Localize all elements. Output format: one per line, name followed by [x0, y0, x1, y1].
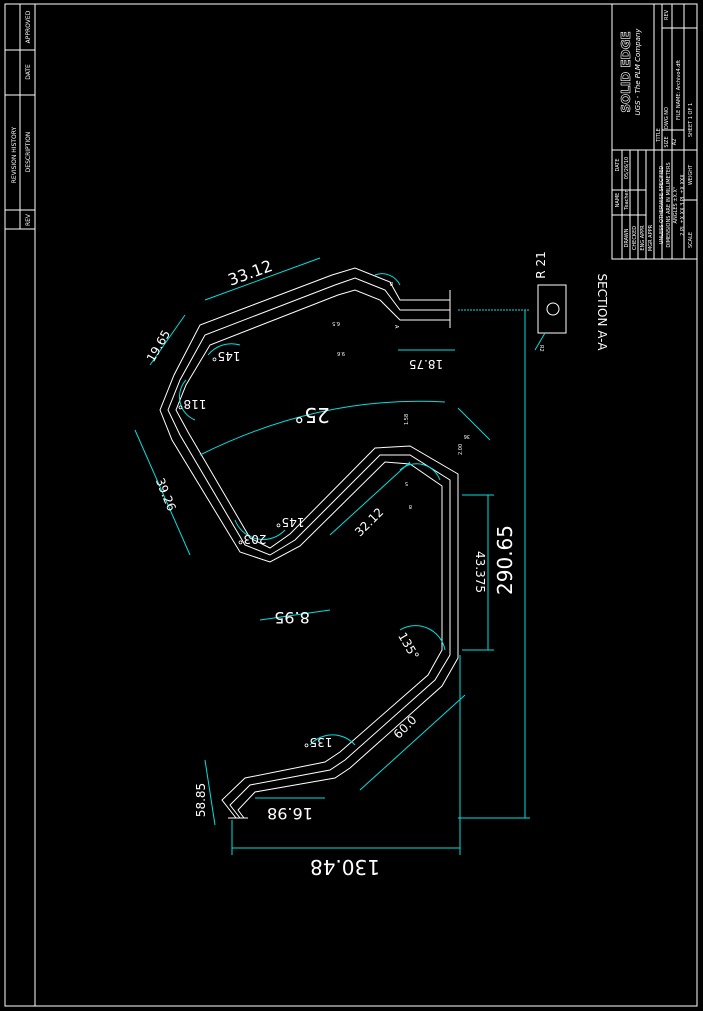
dim-angle-118: 118°	[178, 397, 207, 411]
dim-small-a: A	[393, 325, 399, 329]
tb-checked-label: CHECKED	[632, 226, 638, 250]
dimension-lines	[134, 257, 530, 855]
tb-tolerance-1: UNLESS OTHERWISE SPECIFIED	[659, 166, 665, 245]
dim-angle-203: 203°	[238, 532, 267, 546]
tb-size-value: A2	[672, 139, 678, 146]
dim-angle-135a: 135°	[395, 630, 422, 662]
tb-logo-sub: UGS - The PLM Company	[634, 28, 642, 116]
tb-weight: WEIGHT	[688, 164, 694, 185]
tb-sheet: SHEET 1 OF 1	[688, 103, 694, 137]
revision-block: REVISION HISTORY REV DESCRIPTION DATE AP…	[4, 3, 36, 230]
tb-file-name: FILE NAME: Archivo4.dft	[676, 60, 682, 120]
dim-bottom-mid: 8.95	[274, 608, 310, 627]
dim-overall-height: 290.65	[493, 525, 517, 595]
dim-small-b: B	[389, 280, 393, 286]
section-r2: R2	[538, 345, 544, 352]
title-block: NAME DATE DRAWN Teacher 05/26/10 CHECKED…	[611, 3, 698, 260]
dim-angle-main: 25°	[294, 403, 329, 427]
tb-eng-appr-label: ENG APPR	[640, 225, 646, 251]
dim-end-length: 58.85	[194, 783, 208, 817]
tb-mgr-appr-label: MGR APPR	[648, 224, 654, 251]
dimension-text: 33.12 19.65 39.26 25° 145° 118° 145° 203…	[144, 256, 517, 879]
dim-lower-segment: 60.0	[391, 713, 420, 742]
dim-top-segment: 33.12	[225, 256, 275, 290]
tb-tolerance-4: 2 PL ±X.XX 3 PL ±X.XXX	[680, 174, 686, 236]
tb-date-label: DATE	[615, 158, 621, 171]
tb-logo-main: SOLID EDGE	[619, 31, 633, 112]
tb-rev-label: REV	[664, 9, 670, 20]
tb-title-label: TITLE	[656, 128, 662, 143]
tb-dwg-no-label: DWG NO	[664, 107, 670, 129]
dim-end-small: 18.75	[409, 357, 443, 371]
dim-overall-width: 130.48	[310, 855, 380, 879]
tube-outline	[159, 267, 459, 819]
dim-vertical-length: 43.375	[473, 551, 487, 593]
revision-rev-col: REV	[25, 213, 32, 226]
tb-name-label: NAME	[615, 193, 621, 208]
dim-65: 6.5	[332, 320, 340, 326]
dim-96: 9.6	[337, 350, 345, 356]
tb-tolerance-2: DIMENSIONS ARE IN MILLIMETERS	[666, 162, 672, 247]
dim-36: 36	[464, 433, 470, 439]
dim-left-length: 39.26	[153, 476, 179, 513]
dim-small-8: 8	[409, 503, 412, 509]
dim-angle-145b: 145°	[276, 515, 305, 529]
dim-small-5: 5	[405, 480, 408, 486]
tb-drawn-label: DRAWN	[624, 228, 630, 247]
dim-angle-135b: 135°	[304, 735, 333, 749]
section-a-a: SECTION A-A R 21 R2	[534, 251, 609, 351]
dim-158: 1.58	[404, 414, 410, 425]
sheet-border	[4, 3, 698, 1007]
section-radius: R 21	[534, 251, 548, 278]
tb-scale: SCALE	[688, 232, 694, 248]
section-a-a-label: SECTION A-A	[595, 274, 609, 352]
dim-angle-145a: 145°	[212, 349, 241, 363]
revision-date-col: DATE	[25, 64, 32, 80]
dim-bottom-piece: 16.98	[267, 804, 313, 823]
tb-drawn-date: 05/26/10	[624, 157, 630, 179]
revision-desc-col: DESCRIPTION	[25, 132, 32, 173]
revision-title: REVISION HISTORY	[11, 126, 18, 183]
dim-200: 2.00	[458, 444, 464, 455]
revision-approved-col: APPROVED	[25, 10, 32, 43]
tb-size-label: SIZE	[664, 136, 670, 147]
dim-upper-left: 19.65	[144, 328, 173, 365]
tb-tolerance-3: ANGLES ±X.X°	[673, 186, 679, 223]
tb-drawn-by: Teacher	[624, 189, 630, 210]
